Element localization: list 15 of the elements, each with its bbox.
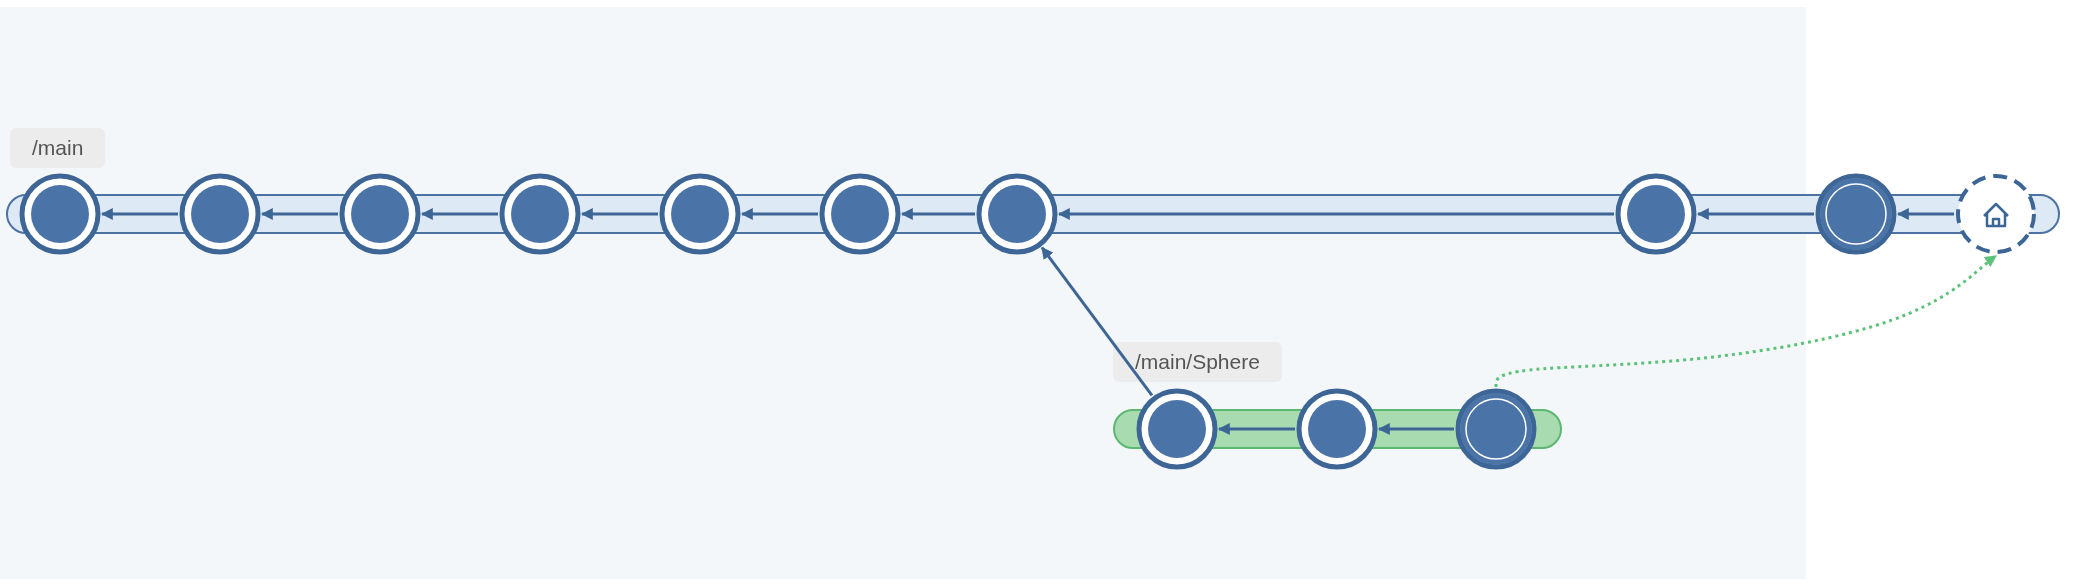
arrow [1377,423,1454,435]
arrow [740,208,818,220]
branch-label: /main/Sphere [1113,342,1282,382]
arrow [900,208,975,220]
arrow [1040,246,1154,397]
dotted-arrow [1494,254,1997,388]
arrow [580,208,658,220]
arrow [1696,208,1814,220]
branch-label: /main [10,128,106,168]
arrow [260,208,338,220]
arrow [1896,208,1954,220]
arrow [1217,423,1295,435]
arrow [100,208,178,220]
arrow [1057,208,1614,220]
arrow [420,208,498,220]
